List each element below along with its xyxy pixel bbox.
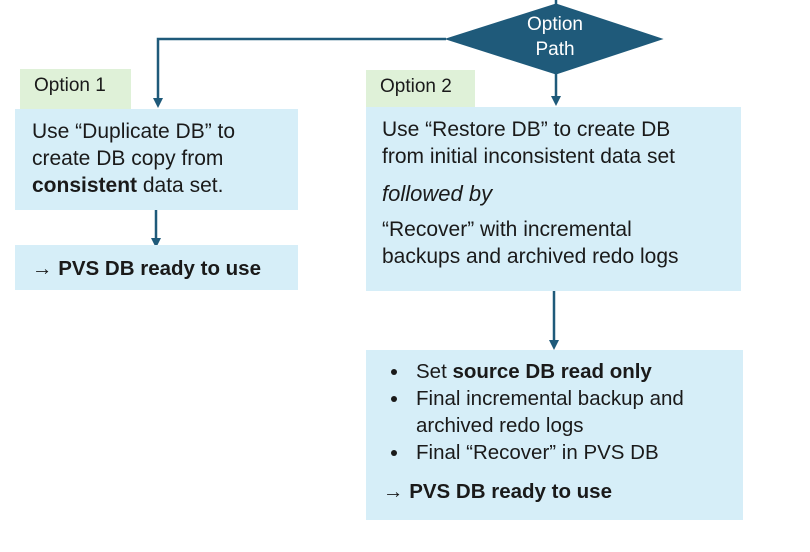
final-step-item: Set source DB read only [410, 358, 743, 385]
connector-option1 [153, 37, 446, 108]
option2-recover-line1: “Recover” with incremental [382, 218, 632, 241]
decision-label-line1: Option [527, 14, 583, 35]
final-step1-bold: source DB read only [452, 360, 652, 383]
option2-followed-by: followed by [382, 181, 493, 206]
option2-label: Option 2 [366, 70, 475, 110]
final-steps-list: Set source DB read only Final incrementa… [366, 358, 743, 466]
final-step2-line2: archived redo logs [416, 414, 584, 437]
option1-label-text: Option 1 [34, 75, 106, 96]
final-step2-line1: Final incremental backup and [416, 387, 684, 410]
decision-label-line2: Path [535, 39, 575, 60]
option1-text-line2: create DB copy from [32, 147, 224, 170]
option2-recover-line2: backups and archived redo logs [382, 245, 679, 268]
final-steps-result: → PVS DB ready to use [383, 480, 612, 503]
final-step3: Final “Recover” in PVS DB [416, 441, 659, 464]
option2-box: Use “Restore DB” to create DB from initi… [366, 107, 741, 291]
decision-diamond [444, 3, 664, 75]
option1-text-rest: data set. [137, 174, 224, 197]
option1-result-text: → PVS DB ready to use [32, 257, 261, 280]
option1-text-line3: consistent data set. [32, 172, 298, 199]
option1-box: Use “Duplicate DB” to create DB copy fro… [15, 109, 298, 210]
option1-text-line1: Use “Duplicate DB” to [32, 120, 236, 143]
option1-label: Option 1 [20, 69, 131, 109]
option2-text-line1: Use “Restore DB” to create DB [382, 118, 671, 141]
option2-text-line2: from initial inconsistent data set [382, 145, 675, 168]
final-steps-box: Set source DB read only Final incrementa… [366, 350, 743, 520]
final-step1-pre: Set [416, 360, 453, 383]
option2-label-text: Option 2 [380, 76, 452, 97]
option1-consistent-bold: consistent [32, 174, 138, 197]
decision-label: Option Path [502, 12, 608, 62]
final-step-item: Final incremental backup and archived red… [410, 385, 743, 439]
option1-result-box: → PVS DB ready to use [15, 245, 298, 290]
final-step-item: Final “Recover” in PVS DB [410, 439, 743, 466]
